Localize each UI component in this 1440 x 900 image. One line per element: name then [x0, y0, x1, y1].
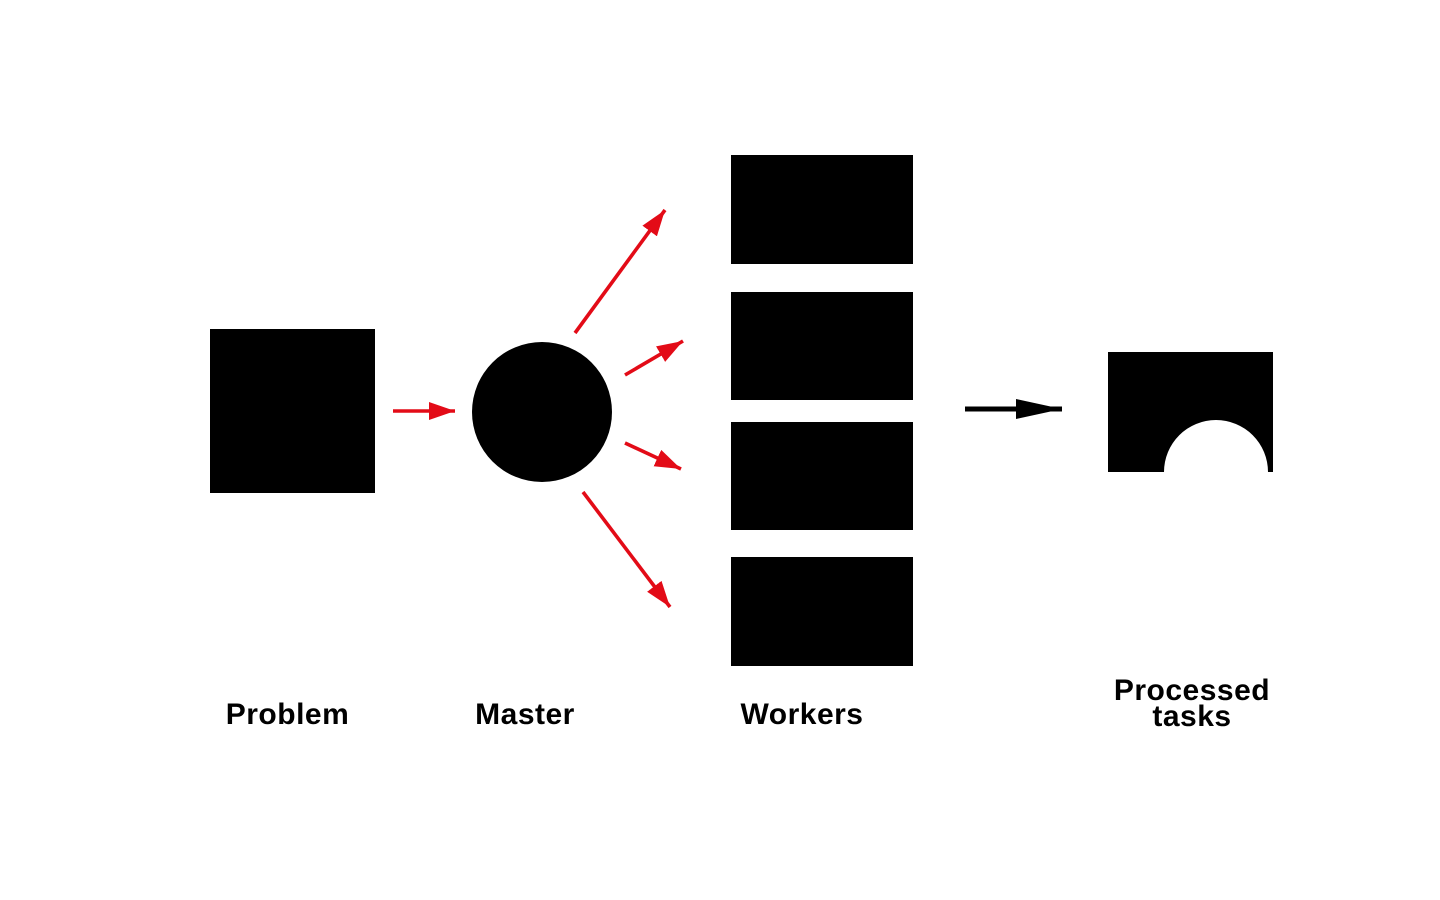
fanout-arrow-2 [624, 339, 684, 377]
processed-tasks-label: Processed tasks [1113, 674, 1271, 733]
workers-label: Workers [740, 698, 864, 731]
worker-box-2 [731, 292, 913, 400]
problem-square [210, 329, 375, 493]
worker-box-3 [731, 422, 913, 530]
worker-box-4 [731, 557, 913, 666]
fanout-arrow-3 [624, 441, 682, 471]
master-circle [472, 342, 612, 482]
problem-label: Problem [225, 698, 350, 731]
processed-tasks-shape [1108, 352, 1273, 472]
workers-group [731, 155, 913, 666]
fanout-arrow-1 [573, 208, 667, 335]
fanout-arrow-4 [581, 490, 672, 609]
worker-box-1 [731, 155, 913, 264]
master-label: Master [475, 698, 575, 731]
